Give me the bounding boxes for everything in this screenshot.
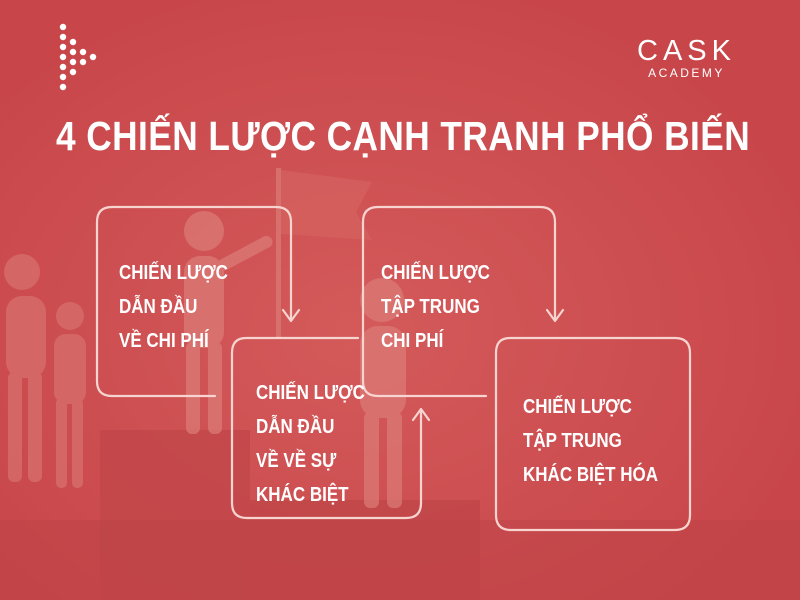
strategy-2-line-4: KHÁC BIỆT <box>256 478 365 512</box>
strategy-3-line-3: CHI PHÍ <box>381 324 490 358</box>
strategy-1-line-3: VỀ CHI PHÍ <box>119 324 228 358</box>
strategy-4-line-3: KHÁC BIỆT HÓA <box>523 458 658 492</box>
strategy-1-line-1: CHIẾN LƯỢC <box>119 256 228 290</box>
strategy-label-cost-focus: CHIẾN LƯỢC TẬP TRUNG CHI PHÍ <box>381 256 490 358</box>
strategy-1-line-2: DẪN ĐẦU <box>119 290 228 324</box>
brand-name: CASK <box>637 36 736 66</box>
strategy-2-line-2: DẪN ĐẦU <box>256 410 365 444</box>
strategy-4-line-1: CHIẾN LƯỢC <box>523 390 658 424</box>
strategy-label-differentiation: CHIẾN LƯỢC DẪN ĐẦU VỀ VỀ SỰ KHÁC BIỆT <box>256 376 365 512</box>
strategy-label-cost-leadership: CHIẾN LƯỢC DẪN ĐẦU VỀ CHI PHÍ <box>119 256 228 358</box>
dot-arrow-logo-icon <box>58 22 102 92</box>
strategy-4-line-2: TẬP TRUNG <box>523 424 658 458</box>
strategy-label-differentiation-focus: CHIẾN LƯỢC TẬP TRUNG KHÁC BIỆT HÓA <box>523 390 658 492</box>
strategy-3-line-2: TẬP TRUNG <box>381 290 490 324</box>
brand-subtitle: ACADEMY <box>637 66 736 80</box>
strategy-2-line-1: CHIẾN LƯỢC <box>256 376 365 410</box>
page-title: 4 CHIẾN LƯỢC CẠNH TRANH PHỔ BIẾN <box>56 113 744 160</box>
strategy-3-line-1: CHIẾN LƯỢC <box>381 256 490 290</box>
strategy-2-line-3: VỀ VỀ SỰ <box>256 444 365 478</box>
brand-logo: CASK ACADEMY <box>637 36 736 80</box>
